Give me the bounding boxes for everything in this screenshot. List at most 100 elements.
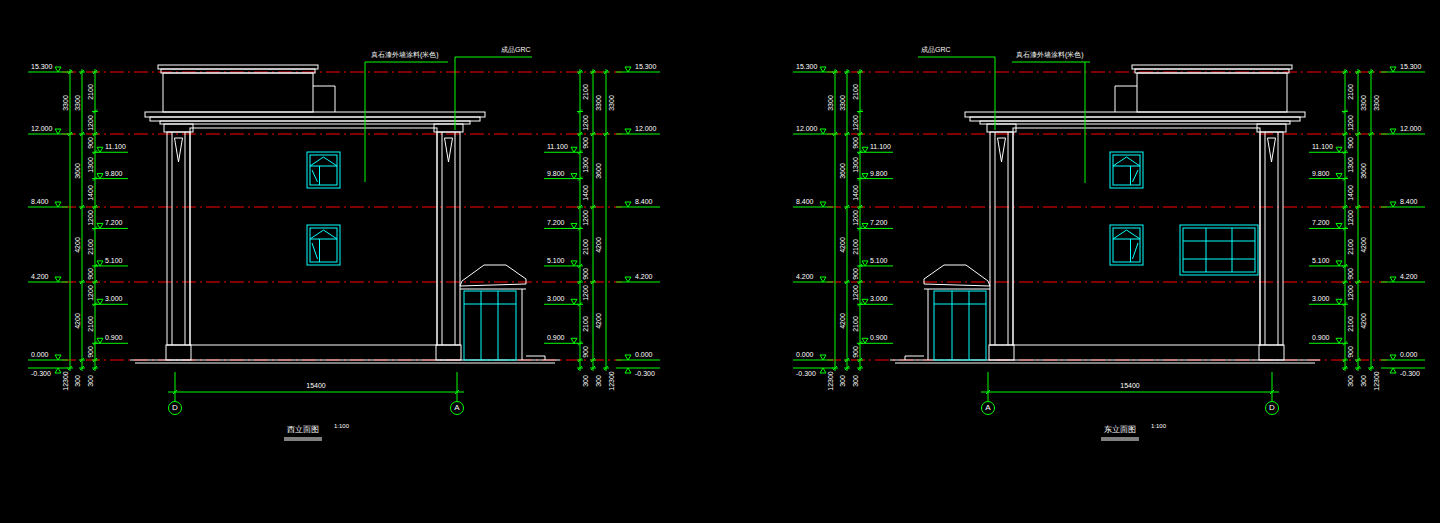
dimension-text: 1200 [582, 209, 589, 227]
dimension-text: 4200 [839, 236, 846, 254]
pilaster-groove [455, 132, 456, 345]
level-mark [861, 304, 893, 305]
pilaster [990, 132, 1013, 345]
level-symbol [1336, 338, 1342, 343]
level-symbol [862, 261, 868, 266]
roof-cornice [970, 117, 1300, 121]
axis-label: D [1269, 404, 1275, 412]
dimension-tick [1369, 70, 1373, 74]
penthouse-cap [158, 65, 318, 69]
dimension-text: 2100 [852, 238, 859, 256]
window-sash [1113, 228, 1140, 262]
window-transom [310, 166, 337, 167]
axis-label: D [172, 404, 178, 412]
level-elevation: 5.100 [869, 257, 889, 264]
dimension-text: 300 [87, 374, 94, 388]
dimension-line [95, 69, 96, 371]
axis-bubble: A [981, 401, 995, 415]
entrance-step [526, 356, 545, 360]
pilaster [437, 132, 460, 345]
dimension-line [580, 69, 581, 371]
level-elevation: 12.000 [1399, 125, 1422, 132]
dimension-text: 4200 [595, 312, 602, 330]
lamp-ornament [175, 138, 183, 162]
dimension-tick [845, 280, 849, 284]
level-mark [96, 304, 128, 305]
level-line [827, 282, 1387, 283]
dimension-tick [80, 366, 84, 370]
title-underline [1101, 438, 1139, 439]
pilaster-groove [172, 132, 173, 345]
level-mark [1309, 178, 1343, 179]
window-opening-mark [312, 243, 318, 259]
level-mark [1309, 265, 1343, 266]
door-mullion [969, 291, 970, 360]
level-symbol [862, 223, 868, 228]
level-elevation: 0.000 [1399, 351, 1419, 358]
level-elevation: 8.400 [1399, 198, 1419, 205]
roof-parapet [1115, 86, 1137, 112]
dimension-text: 900 [852, 345, 859, 359]
level-mark [28, 282, 68, 283]
dimension-text: 3600 [1360, 162, 1367, 180]
leader-line [365, 62, 448, 182]
level-symbol [55, 355, 61, 360]
level-elevation: 5.100 [104, 257, 124, 264]
level-mark [1381, 207, 1425, 208]
level-elevation: 15.300 [634, 63, 657, 70]
dimension-tick [1356, 280, 1360, 284]
level-symbol [97, 147, 103, 152]
entrance-door [934, 291, 986, 360]
dimension-text: 900 [1347, 267, 1354, 281]
level-symbol [1390, 277, 1396, 282]
dimension-text: 4200 [1360, 236, 1367, 254]
dimension-text: 3600 [839, 162, 846, 180]
level-mark [96, 343, 128, 344]
lamp-ornament [998, 138, 1006, 162]
level-mark [544, 304, 578, 305]
level-symbol [820, 202, 826, 207]
dimension-tick [1270, 390, 1274, 394]
pilaster-capital [1257, 124, 1286, 132]
level-symbol [55, 129, 61, 134]
level-elevation: 11.100 [546, 143, 569, 150]
dimension-text: 1300 [1347, 157, 1354, 175]
penthouse-cap [161, 69, 315, 73]
dimension-tick [68, 366, 72, 370]
dimension-text: 900 [87, 345, 94, 359]
dimension-tick [591, 205, 595, 209]
window-frame [307, 152, 340, 188]
dimension-tick [1343, 226, 1347, 230]
level-elevation: 15.300 [30, 63, 53, 70]
dimension-text: 1200 [852, 114, 859, 132]
level-elevation: -0.300 [1399, 370, 1421, 377]
level-elevation: 0.900 [546, 334, 566, 341]
roof-parapet [313, 86, 335, 112]
dimension-text: 1300 [87, 157, 94, 175]
dimension-text: 1200 [1347, 209, 1354, 227]
west-leaders [168, 57, 532, 440]
level-mark [616, 134, 660, 135]
dimension-text: 15400 [1119, 382, 1140, 389]
dimension-tick [1343, 109, 1347, 113]
dimension-line [606, 69, 607, 371]
dimension-tick [93, 366, 97, 370]
level-mark [1309, 228, 1343, 229]
dimension-text: 2100 [1347, 238, 1354, 256]
pilaster-groove [442, 132, 443, 345]
pilaster-base [989, 345, 1014, 360]
level-line [827, 207, 1387, 208]
level-elevation: 4.200 [634, 273, 654, 280]
window-pediment [1113, 157, 1140, 166]
dimension-tick [858, 205, 862, 209]
window-opening-mark [1133, 243, 1139, 259]
dimension-text: 1400 [1347, 184, 1354, 202]
level-elevation: 7.200 [546, 219, 566, 226]
door-mullion [481, 291, 482, 360]
dimension-text: 900 [1347, 136, 1354, 150]
level-elevation: -0.300 [30, 370, 52, 377]
dimension-text: 3300 [74, 94, 81, 112]
level-mark [544, 343, 578, 344]
level-elevation: 8.400 [795, 198, 815, 205]
